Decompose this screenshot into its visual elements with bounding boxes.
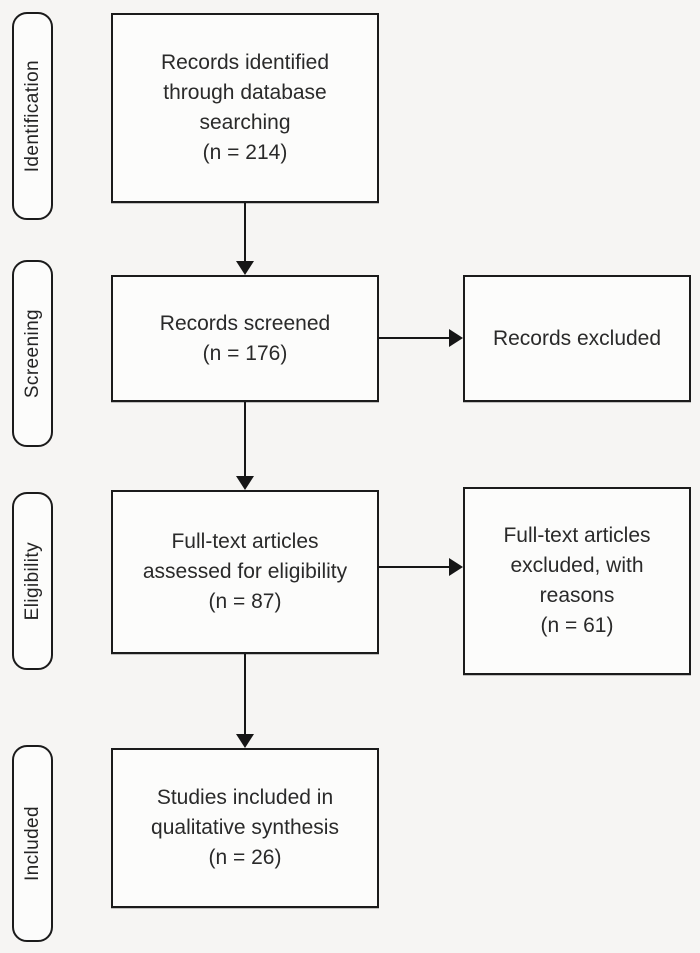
down-arrow-screened-to-assessed [236, 402, 254, 490]
box-line: Records screened [159, 311, 331, 335]
box-line: Records identified [160, 51, 330, 74]
box-line: Records excluded [492, 326, 662, 350]
down-arrow-assessed-to-included [236, 654, 254, 748]
box-records-excluded: Records excluded [463, 275, 691, 402]
box-records-screened: Records screened (n = 176) [111, 275, 379, 402]
right-arrow-assessed-to-excluded [379, 558, 463, 576]
down-arrow-identified-to-screened [236, 203, 254, 275]
stage-pill-eligibility: Eligibility [12, 492, 53, 670]
box-line: searching [199, 111, 291, 134]
right-arrow-screened-to-excluded [379, 329, 463, 347]
box-fulltext-assessed: Full-text articles assessed for eligibil… [111, 490, 379, 654]
box-line: Full-text articles [503, 524, 651, 547]
box-line: qualitative synthesis [151, 816, 339, 839]
stage-pill-included: Included [12, 745, 53, 942]
box-count: (n = 26) [208, 846, 282, 869]
box-studies-included: Studies included in qualitative synthesi… [111, 748, 379, 908]
stage-pill-screening: Screening [12, 260, 53, 447]
box-count: (n = 176) [202, 341, 288, 365]
box-count: (n = 61) [540, 614, 614, 637]
stage-pill-identification: Identification [12, 12, 53, 220]
stage-label-included: Included [21, 805, 43, 882]
box-line: excluded, with [510, 554, 644, 577]
box-count: (n = 214) [202, 141, 288, 164]
box-line: reasons [539, 584, 615, 607]
box-records-identified: Records identified through database sear… [111, 13, 379, 203]
box-line: Studies included in [156, 786, 334, 809]
stage-label-screening: Screening [21, 308, 43, 399]
box-line: Full-text articles [171, 530, 319, 553]
stage-label-identification: Identification [21, 59, 43, 173]
box-fulltext-excluded: Full-text articles excluded, with reason… [463, 487, 691, 675]
box-line: through database [163, 81, 327, 104]
box-count: (n = 87) [208, 590, 282, 613]
box-line: assessed for eligibility [142, 560, 348, 583]
stage-label-eligibility: Eligibility [21, 541, 43, 621]
